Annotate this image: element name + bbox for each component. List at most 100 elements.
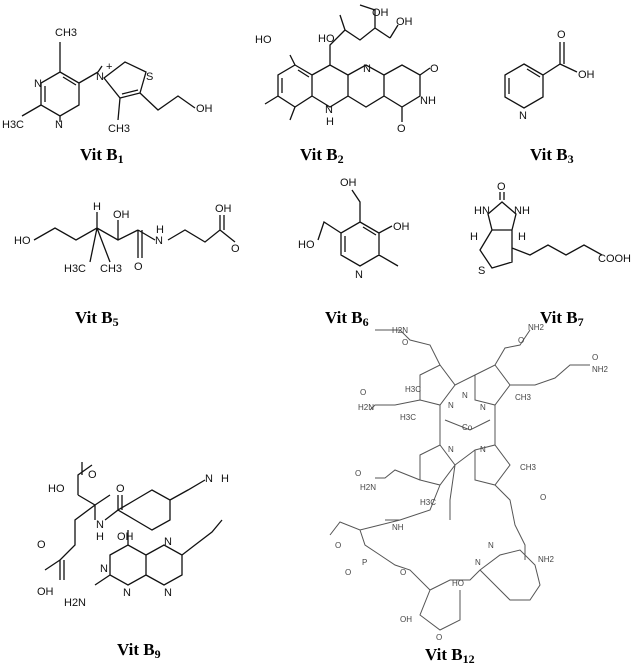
atom: N (475, 558, 481, 567)
atom: H (221, 473, 229, 485)
atom: NH2 (592, 365, 609, 374)
atom: N (355, 269, 363, 281)
atom: O (360, 388, 366, 397)
atom: N (96, 71, 104, 83)
vit-b1-structure: CH3 N N H3C N + S CH3 OH (2, 27, 213, 135)
atom: O (430, 63, 439, 75)
atom: H (93, 201, 101, 213)
vit-b3-structure: O OH N (504, 29, 595, 122)
label-subscript: 1 (117, 152, 124, 166)
vit-b5-structure: HO H OH H3C CH3 O N H OH O (14, 201, 240, 275)
atom: HO (318, 33, 335, 45)
atom: H3C (420, 498, 436, 507)
atom: OH (340, 177, 357, 189)
atom: H2N (360, 483, 376, 492)
vit-b12-structure: H2N O H2N O O NH2 O NH2 N Co N N N N H3C… (329, 323, 609, 642)
atom: N (480, 445, 486, 454)
atom: H (156, 224, 164, 236)
vit-b2-structure: HO OH OH HO N O NH N H O (255, 4, 439, 135)
atom: O (402, 338, 408, 347)
label-subscript: 3 (567, 152, 574, 166)
atom: N (519, 110, 527, 122)
atom: O (592, 353, 598, 362)
atom: N (448, 401, 454, 410)
label-vit-b7: Vit B7 (540, 308, 584, 330)
atom: S (146, 71, 153, 83)
atom: S (478, 265, 485, 277)
label-text: Vit B (80, 145, 118, 164)
atom: CH3 (108, 123, 130, 135)
label-subscript: 6 (362, 315, 369, 329)
label-vit-b6: Vit B6 (325, 308, 369, 330)
atom: H2N (358, 403, 374, 412)
atom: O (397, 123, 406, 135)
label-text: Vit B (540, 308, 578, 327)
label-vit-b12: Vit B12 (425, 645, 475, 667)
atom: O (345, 568, 351, 577)
atom: HO (298, 239, 315, 251)
label-text: Vit B (300, 145, 338, 164)
label-vit-b5: Vit B5 (75, 308, 119, 330)
label-vit-b9: Vit B9 (117, 640, 161, 662)
atom: NH (392, 523, 404, 532)
label-subscript: 5 (112, 315, 119, 329)
atom: H2N (392, 326, 408, 335)
atom: P (362, 558, 367, 567)
atom: N (325, 104, 333, 116)
atom: O (335, 541, 341, 550)
atom: OH (400, 615, 412, 624)
atom: N (96, 519, 104, 531)
atom: OH (215, 203, 232, 215)
atom: N (205, 473, 213, 485)
atom: O (497, 181, 506, 193)
atom: OH (113, 209, 130, 221)
atom: HO (452, 579, 464, 588)
label-subscript: 9 (154, 647, 161, 661)
atom: NH2 (538, 555, 555, 564)
atom: OH (37, 586, 54, 598)
atom: N (155, 235, 163, 247)
atom: O (355, 469, 361, 478)
vit-b7-structure: O HN NH H H S COOH (470, 181, 631, 277)
atom: N (164, 587, 172, 599)
atom: O (400, 568, 406, 577)
label-text: Vit B (75, 308, 113, 327)
label-text: Vit B (325, 308, 363, 327)
atom: H2N (64, 597, 86, 609)
atom: N (100, 563, 108, 575)
atom: H3C (405, 385, 421, 394)
atom: H3C (400, 413, 416, 422)
atom: COOH (598, 253, 631, 265)
atom: HO (48, 483, 65, 495)
atom: HN (474, 205, 490, 217)
atom: CH3 (520, 463, 537, 472)
atom: O (436, 633, 442, 642)
label-subscript: 2 (337, 152, 344, 166)
atom: + (106, 61, 112, 73)
atom: Co (462, 423, 473, 432)
atom: N (123, 587, 131, 599)
label-vit-b3: Vit B3 (530, 145, 574, 167)
vit-b9-structure: HO O O N H N H OH O N N N N H2N OH (37, 462, 229, 609)
atom: O (88, 469, 97, 481)
label-text: Vit B (530, 145, 568, 164)
atom: N (480, 403, 486, 412)
atom: O (116, 483, 125, 495)
label-vit-b1: Vit B1 (80, 145, 124, 167)
atom: N (34, 78, 42, 90)
atom: H3C (64, 263, 86, 275)
atom: CH3 (515, 393, 532, 402)
label-subscript: 12 (462, 652, 475, 666)
atom: OH (396, 16, 413, 28)
atom: NH2 (528, 323, 545, 332)
atom: N (363, 63, 371, 75)
label-text: Vit B (117, 640, 155, 659)
atom: O (37, 539, 46, 551)
atom: HO (14, 235, 31, 247)
atom: NH (420, 95, 436, 107)
atom: HO (255, 34, 272, 46)
atom: OH (372, 7, 389, 19)
atom: H (470, 231, 478, 243)
